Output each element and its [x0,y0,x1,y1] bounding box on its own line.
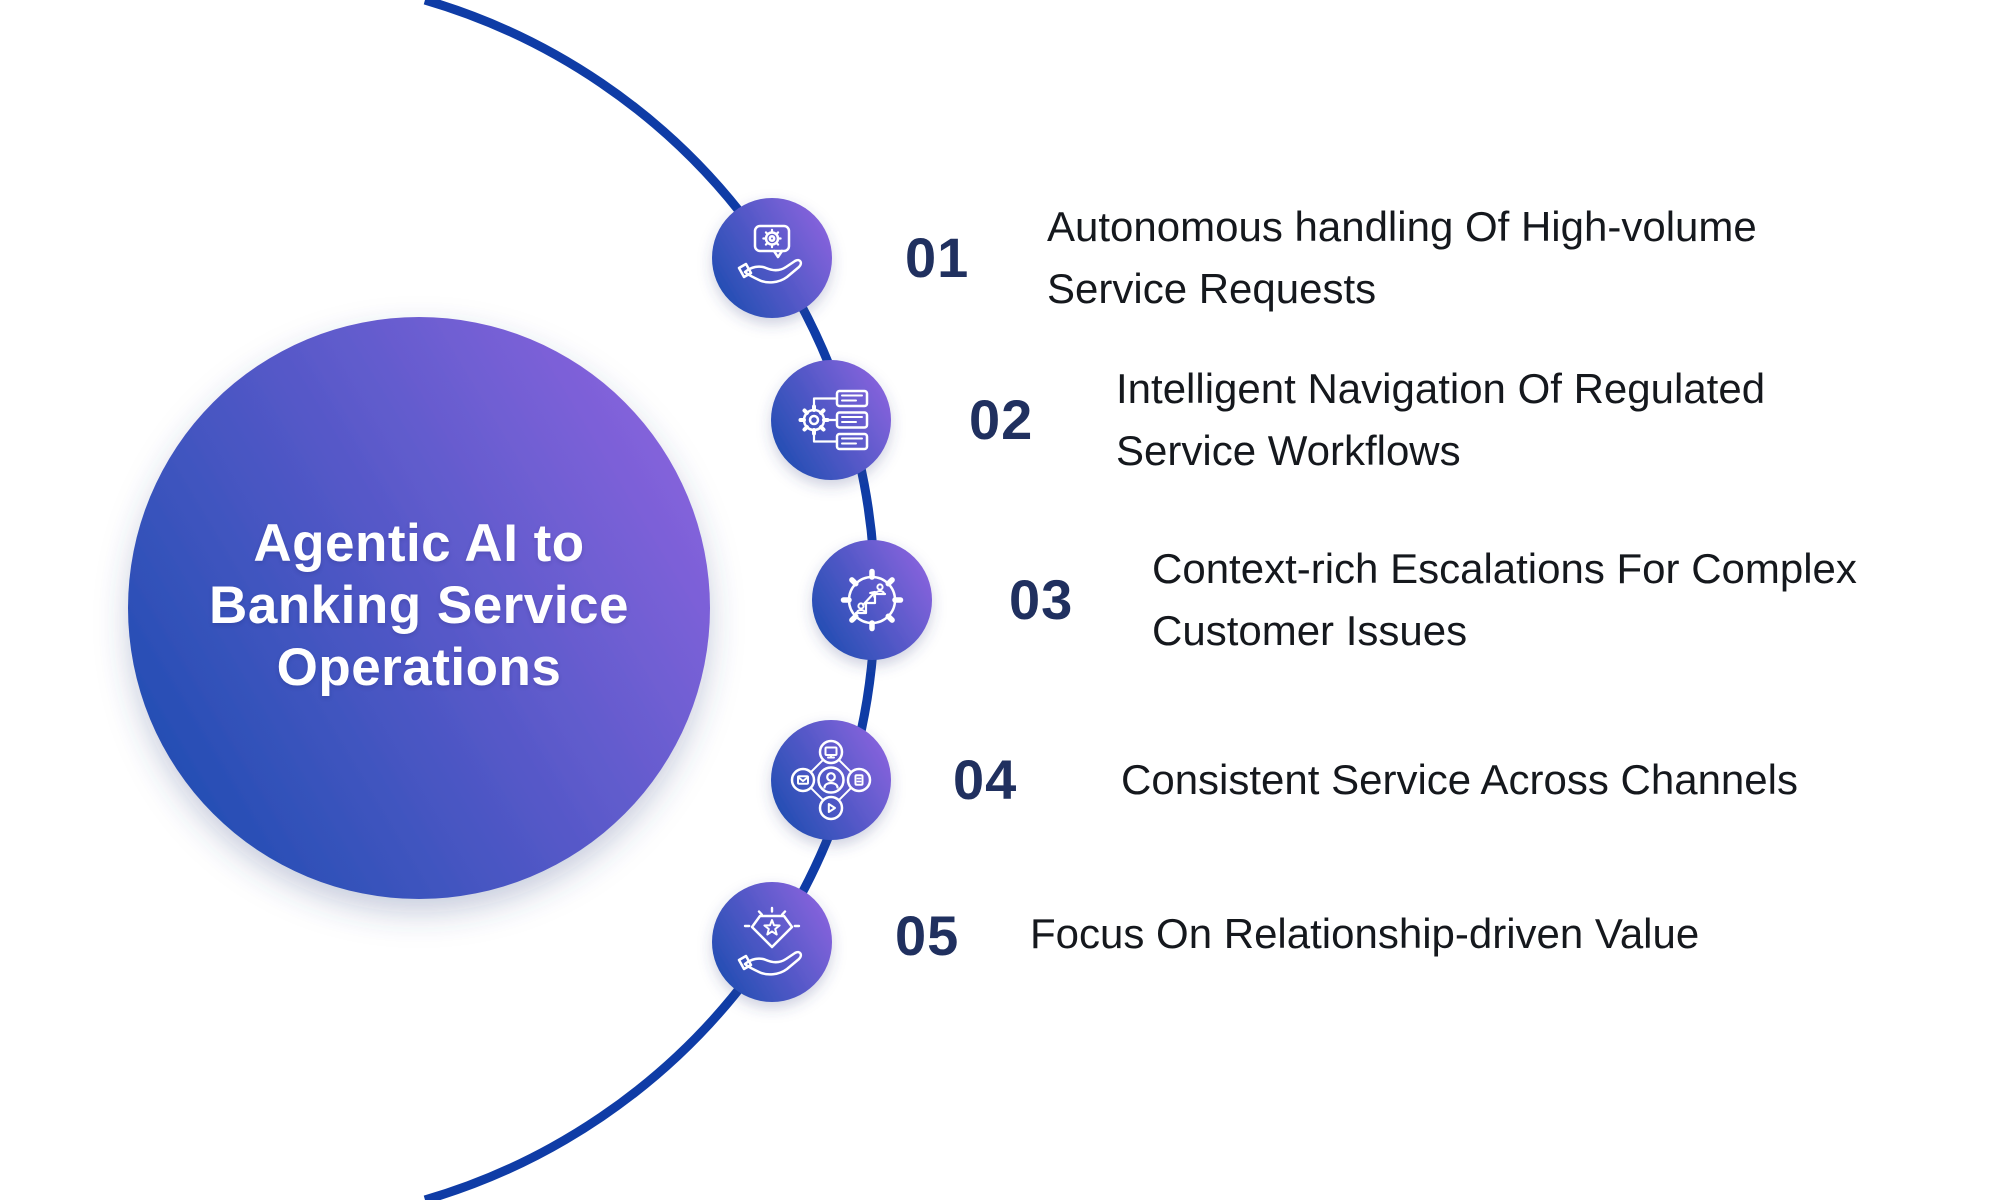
item-5-label: Focus On Relationship-driven Value [1030,910,1700,957]
node-1 [712,198,832,318]
hub-title: Agentic AI to Banking Service Operations [149,513,689,699]
item-4-number: 04 [953,748,1018,811]
node-2 [771,360,891,480]
hub-title-line-1: Agentic AI to [253,514,585,573]
omnichannel-network-icon [790,739,872,821]
item-3-label: Context-rich Escalations For Complex Cus… [1152,545,1857,654]
hub-circle [128,317,710,899]
hand-holding-gem-star-icon [737,906,803,976]
item-1-label: Autonomous handling Of High-volume Servi… [1047,203,1757,312]
item-2-label: Intelligent Navigation Of Regulated Serv… [1116,365,1766,474]
hub-title-line-2: Banking Service [209,576,629,635]
hub-title-line-3: Operations [276,638,562,697]
node-3-circle [812,540,932,660]
hand-presenting-gear-chat-bubble-icon [737,224,803,284]
gear-workflow-documents-icon [798,389,869,451]
item-4-label: Consistent Service Across Channels [1121,756,1798,803]
node-1-circle [712,198,832,318]
escalation-stairs-gear-icon [840,568,904,632]
node-5-circle [712,882,832,1002]
item-2-number: 02 [969,388,1034,451]
item-3-number: 03 [1009,568,1074,631]
node-4 [771,720,891,840]
item-1-number: 01 [905,226,970,289]
item-5-number: 05 [895,904,960,967]
node-5 [712,882,832,1002]
node-3 [812,540,932,660]
